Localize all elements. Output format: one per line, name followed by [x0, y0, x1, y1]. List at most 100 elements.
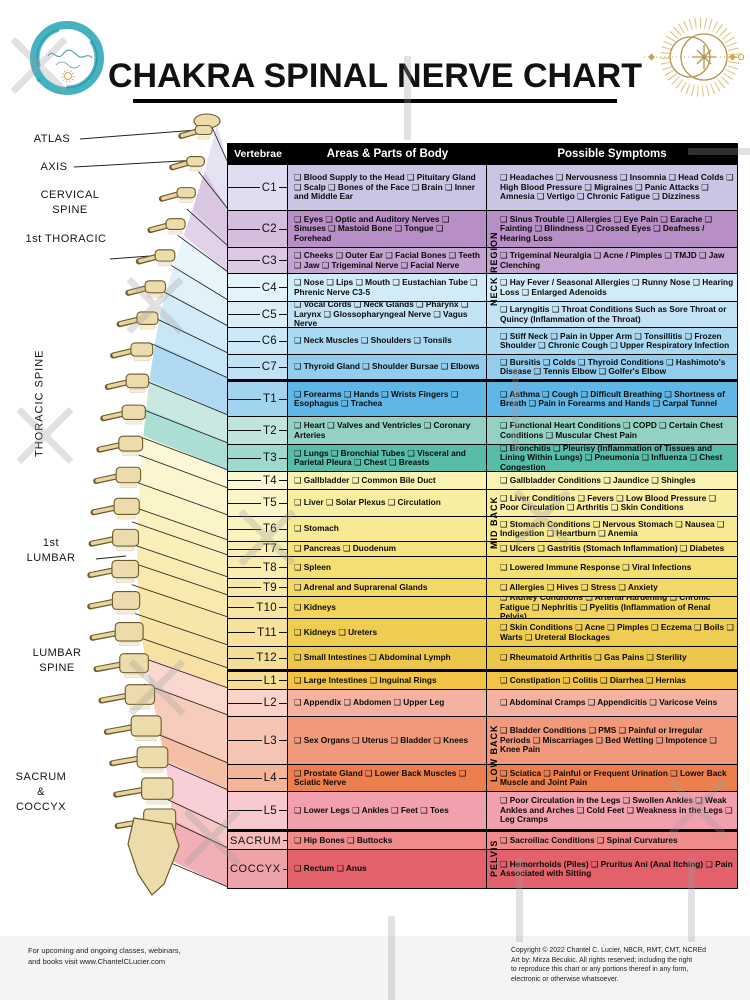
- symptoms-cell: ❑ Gallbladder Conditions ❑ Jaundice ❑ Sh…: [500, 474, 696, 485]
- areas-cell: ❑ Sex Organs ❑ Uterus ❑ Bladder ❑ Knees: [288, 717, 487, 764]
- symptoms-cell: ❑ Sacroiliac Conditions ❑ Spinal Curvatu…: [500, 834, 678, 845]
- vertebra-cell: T4: [228, 472, 288, 489]
- footer-website-note: For upcoming and ongoing classes, webina…: [28, 946, 181, 966]
- vertebra-cell: C4: [228, 274, 288, 301]
- table-row-l4: L4❑ Prostate Gland ❑ Lower Back Muscles …: [228, 764, 737, 791]
- vertebra-label: T1: [262, 393, 277, 405]
- vertebra-label: T6: [262, 523, 277, 535]
- header-vertebrae: Vertebrae: [234, 148, 282, 160]
- areas-cell: ❑ Stomach: [288, 517, 487, 541]
- table-row-c3: C3❑ Cheeks ❑ Outer Ear ❑ Facial Bones ❑ …: [228, 247, 737, 273]
- symptoms-cell: ❑ Hemorrhoids (Piles) ❑ Pruritus Ani (An…: [500, 858, 733, 878]
- symptoms-cell: ❑ Lowered Immune Response ❑ Viral Infect…: [500, 561, 692, 572]
- nerve-chart-table: Vertebrae Areas & Parts of Body Possible…: [227, 143, 738, 889]
- vertebra-label: C7: [261, 361, 277, 373]
- table-header-row: Vertebrae Areas & Parts of Body Possible…: [228, 144, 737, 164]
- vertebra-cell: T7: [228, 542, 288, 556]
- areas-cell: ❑ Lungs ❑ Bronchial Tubes ❑ Visceral and…: [288, 445, 487, 471]
- table-row-l5: L5 ❑ Lower Legs ❑ Ankles ❑ Feet ❑ Toes ❑ P…: [228, 791, 737, 829]
- vertebra-cell: T10: [228, 597, 288, 618]
- areas-cell: ❑ Small Intestines ❑ Abdominal Lymph: [288, 647, 487, 669]
- celestial-sun-moon-logo: [644, 17, 745, 97]
- symptoms-cell: ❑ Ulcers ❑ Gastritis (Stomach Inflammati…: [500, 543, 725, 554]
- header-areas: Areas & Parts of Body: [326, 148, 449, 160]
- symptoms-cell: ❑ Functional Heart Conditions ❑ COPD ❑ C…: [500, 420, 723, 440]
- areas-cell: ❑ Kidneys ❑ Ureters: [288, 619, 487, 646]
- areas-cell: ❑ Blood Supply to the Head ❑ Pituitary G…: [288, 165, 487, 210]
- symptoms-cell: ❑ Bladder Conditions ❑ PMS ❑ Painful or …: [500, 725, 717, 755]
- vertebra-cell: C1: [228, 165, 288, 210]
- brand-logo-circle: [30, 21, 104, 95]
- vertebra-cell: C2: [228, 211, 288, 247]
- table-row-t11: T11❑ Kidneys ❑ Ureters❑ Skin Conditions …: [228, 618, 737, 646]
- table-row-c1: C1 ❑ Blood Supply to the Head ❑ Pituitary…: [228, 164, 737, 210]
- areas-cell: ❑ Kidneys: [288, 597, 487, 618]
- footer-strip: [0, 936, 750, 1000]
- symptoms-cell: ❑ Allergies ❑ Hives ❑ Stress ❑ Anxiety: [500, 581, 658, 592]
- spine-label-thoracic-spine: THORACIC SPINE: [33, 349, 46, 457]
- areas-cell: ❑ Nose ❑ Lips ❑ Mouth ❑ Eustachian Tube …: [288, 274, 487, 301]
- vertebra-cell: T3: [228, 445, 288, 471]
- areas-cell: ❑ Large Intestines ❑ Inguinal Rings: [288, 672, 487, 689]
- vertebra-cell: T8: [228, 557, 288, 578]
- vertebra-cell: T12: [228, 647, 288, 669]
- symptoms-cell: ❑ Bronchitis ❑ Pleurisy (Inflammation of…: [500, 445, 723, 471]
- areas-cell: ❑ Hip Bones ❑ Buttocks: [288, 832, 487, 849]
- symptoms-cell: ❑ Sinus Trouble ❑ Allergies ❑ Eye Pain ❑…: [500, 213, 713, 243]
- symptoms-cell: ❑ Sciatica ❑ Painful or Frequent Urinati…: [500, 767, 727, 787]
- table-row-t3: T3 ❑ Lungs ❑ Bronchial Tubes ❑ Visceral a…: [228, 444, 737, 471]
- areas-cell: ❑ Liver ❑ Solar Plexus ❑ Circulation: [288, 490, 487, 516]
- table-row-c5: C5❑ Vocal Cords ❑ Neck Glands ❑ Pharynx …: [228, 301, 737, 327]
- vertebra-label: T7: [262, 543, 277, 555]
- table-row-c2: C2❑ Eyes ❑ Optic and Auditory Nerves ❑ S…: [228, 210, 737, 247]
- symptoms-cell: ❑ Headaches ❑ Nervousness ❑ Insomnia ❑ H…: [500, 172, 734, 202]
- symptoms-cell: ❑ Constipation ❑ Colitis ❑ Diarrhea ❑ He…: [500, 674, 687, 685]
- spine-label-first-lumbar: 1st LUMBAR: [26, 537, 76, 564]
- spine-label-axis: AXIS: [40, 161, 68, 173]
- table-row-t6: T6 ❑ Stomach ❑ Stomach Conditions ❑ Nervou…: [228, 516, 737, 541]
- region-label-pelvis: PELVIS: [489, 839, 499, 878]
- symptoms-cell: ❑ Stiff Neck ❑ Pain in Upper Arm ❑ Tonsi…: [500, 330, 730, 350]
- symptoms-cell: ❑ Hay Fever / Seasonal Allergies ❑ Runny…: [500, 277, 734, 297]
- table-row-sacrum: SACRUM ❑ Hip Bones ❑ Buttocks ❑ Sacroiliac…: [228, 829, 737, 849]
- vertebra-label: T11: [257, 626, 277, 639]
- vertebra-cell: C7: [228, 355, 288, 379]
- vertebra-label: L2: [263, 697, 277, 709]
- vertebra-cell: T11: [228, 619, 288, 646]
- symptoms-cell: ❑ Liver Conditions ❑ Fevers ❑ Low Blood …: [500, 492, 717, 512]
- symptoms-cell: ❑ Trigeminal Neuralgia ❑ Acne / Pimples …: [500, 250, 725, 270]
- symptoms-cell: ❑ Abdominal Cramps ❑ Appendicitis ❑ Vari…: [500, 697, 718, 708]
- vertebra-cell: T1: [228, 382, 288, 416]
- vertebra-cell: L3: [228, 717, 288, 764]
- symptoms-cell: ❑ Stomach Conditions ❑ Nervous Stomach ❑…: [500, 518, 725, 538]
- table-row-coccyx: COCCYX❑ Rectum ❑ Anus❑ Hemorrhoids (Pile…: [228, 849, 737, 888]
- areas-cell: ❑ Thyroid Gland ❑ Shoulder Bursae ❑ Elbo…: [288, 355, 487, 379]
- header-symptoms: Possible Symptoms: [557, 148, 667, 160]
- areas-cell: ❑ Lower Legs ❑ Ankles ❑ Feet ❑ Toes: [288, 792, 487, 829]
- region-label-mid-back: MID BACK: [489, 496, 499, 550]
- vertebra-label: C4: [261, 281, 277, 294]
- areas-cell: ❑ Appendix ❑ Abdomen ❑ Upper Leg: [288, 690, 487, 716]
- table-row-t1: T1 ❑ Forearms ❑ Hands ❑ Wrists Fingers ❑ …: [228, 379, 737, 416]
- spine-label-cervical-spine: CERVICAL SPINE: [40, 189, 100, 216]
- vertebra-label: T5: [262, 497, 277, 509]
- table-row-t7: T7❑ Pancreas ❑ Duodenum❑ Ulcers ❑ Gastri…: [228, 541, 737, 556]
- vertebra-cell: COCCYX: [228, 850, 288, 888]
- vertebra-label: C1: [261, 181, 277, 194]
- vertebra-label: T9: [262, 581, 277, 594]
- vertebra-label: L3: [263, 734, 277, 747]
- vertebra-label: COCCYX: [230, 863, 281, 875]
- vertebra-label: C3: [261, 254, 277, 267]
- symptoms-cell: ❑ Poor Circulation in the Legs ❑ Swollen…: [500, 795, 733, 825]
- vertebra-cell: C3: [228, 248, 288, 273]
- areas-cell: ❑ Forearms ❑ Hands ❑ Wrists Fingers ❑ Es…: [288, 382, 487, 416]
- areas-cell: ❑ Spleen: [288, 557, 487, 578]
- page-title: CHAKRA SPINAL NERVE CHART: [108, 57, 642, 95]
- table-row-t4: T4❑ Gallbladder ❑ Common Bile Duct❑ Gall…: [228, 471, 737, 489]
- areas-cell: ❑ Adrenal and Suprarenal Glands: [288, 579, 487, 596]
- vertebra-label: L5: [263, 804, 277, 817]
- vertebra-label: SACRUM: [230, 834, 282, 847]
- vertebra-label: T10: [256, 601, 277, 614]
- vertebra-label: L1: [263, 674, 277, 687]
- vertebra-label: T3: [262, 452, 277, 464]
